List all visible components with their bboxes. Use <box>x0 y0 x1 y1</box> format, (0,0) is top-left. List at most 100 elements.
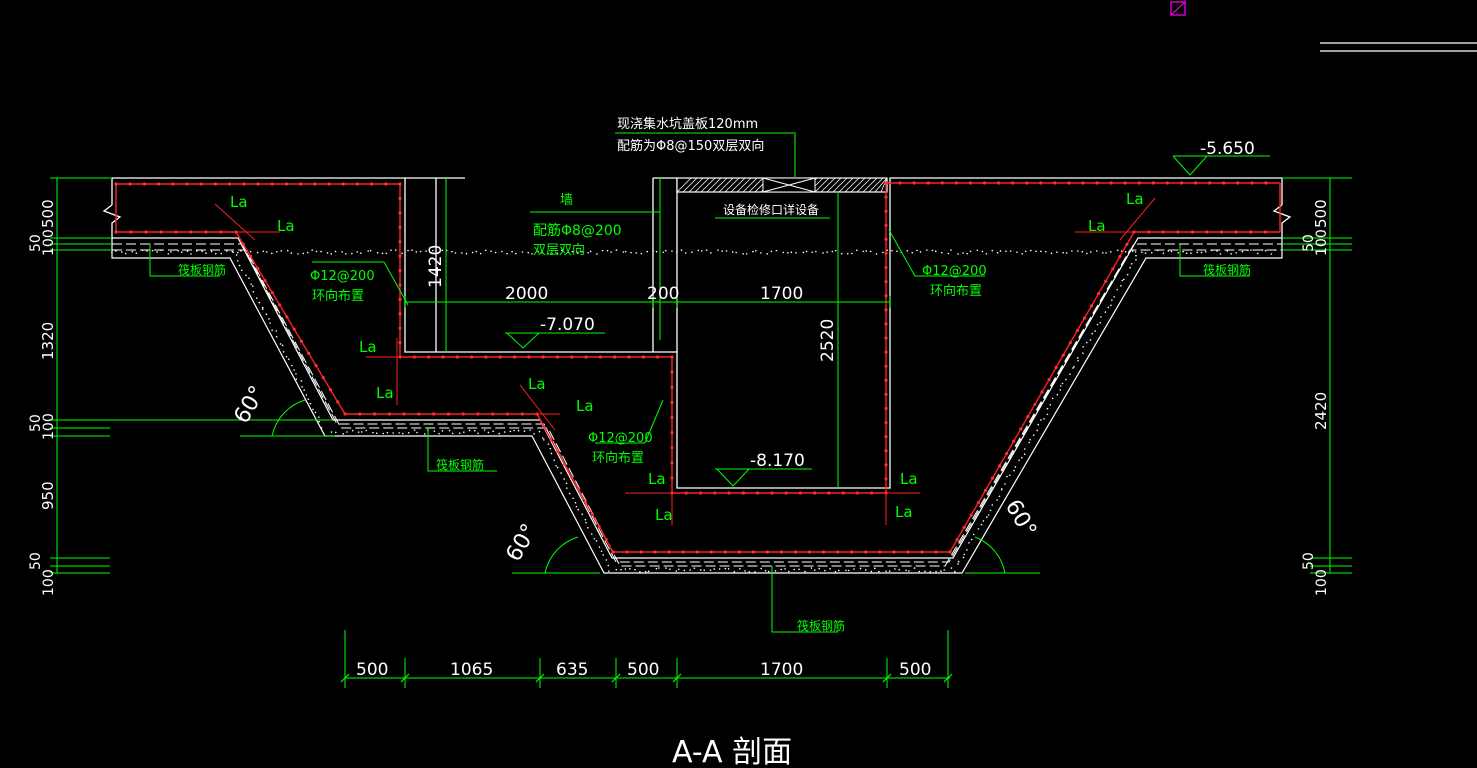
concrete-dot <box>261 308 264 311</box>
concrete-dot <box>1099 322 1102 324</box>
concrete-dot <box>1247 249 1249 252</box>
concrete-dot <box>982 520 985 522</box>
rebar-dot <box>898 181 902 185</box>
rebar-dot <box>670 385 674 389</box>
cover-slab <box>676 177 888 193</box>
concrete-dot <box>764 569 767 572</box>
concrete-dot <box>691 251 693 254</box>
concrete-dot <box>869 250 872 253</box>
concrete-dot <box>607 570 610 572</box>
concrete-dot <box>1051 397 1054 400</box>
hatch-line <box>880 177 888 193</box>
concrete-dot <box>425 250 427 252</box>
concrete-dot <box>1100 316 1102 318</box>
concrete-dot <box>991 504 994 506</box>
la-label: La <box>230 193 248 211</box>
concrete-dot <box>1043 417 1045 420</box>
callout-line1: 现浇集水坑盖板120mm <box>617 116 758 132</box>
concrete-dot <box>551 253 553 255</box>
rebar-dot <box>604 537 608 542</box>
rebar-dot <box>549 437 553 441</box>
anchor-leaders <box>170 197 1180 525</box>
concrete-dot <box>752 250 754 253</box>
concrete-dot <box>301 385 303 388</box>
concrete-dot <box>326 252 329 254</box>
hatch-line <box>730 177 746 193</box>
concrete-dot <box>1077 359 1079 362</box>
concrete-dot <box>454 252 457 254</box>
concrete-dot <box>834 570 837 573</box>
concrete-dot <box>561 249 563 252</box>
rebar-dot <box>285 315 289 319</box>
concrete-dot <box>574 501 577 504</box>
concrete-dot <box>735 251 737 254</box>
pit-walls <box>102 177 1292 489</box>
concrete-dot <box>556 252 559 255</box>
concrete-dot <box>878 570 880 573</box>
concrete-dot <box>1144 252 1147 254</box>
concrete-dot <box>1040 419 1042 421</box>
concrete-dot <box>275 335 278 338</box>
concrete-dot <box>503 431 506 433</box>
concrete-dot <box>774 570 777 572</box>
concrete-dot <box>1071 250 1073 252</box>
rebar-dot <box>884 308 888 312</box>
concrete-dot <box>590 533 593 535</box>
concrete-dot <box>567 251 570 254</box>
concrete-dot <box>515 252 517 255</box>
concrete-dot <box>655 250 658 253</box>
concrete-dot <box>1131 250 1134 253</box>
concrete-dot <box>372 431 374 434</box>
concrete-dot <box>790 251 793 254</box>
concrete-dot <box>115 250 117 252</box>
rebar-dot <box>982 181 987 185</box>
dim-left-1320: 1320 <box>39 322 57 360</box>
rebar-dot <box>563 462 567 466</box>
concrete-dot <box>124 252 127 255</box>
concrete-dot <box>1200 251 1203 254</box>
hatch-line <box>718 177 734 193</box>
rebar-dot <box>292 327 296 331</box>
concrete-dot <box>795 252 797 254</box>
rebar-dot <box>284 182 288 186</box>
concrete-dot <box>981 250 984 253</box>
rebar-dot <box>670 446 674 450</box>
concrete-dot <box>697 249 700 252</box>
concrete-dot <box>587 526 589 529</box>
concrete-dot <box>888 570 891 572</box>
rebar-dot <box>884 336 888 340</box>
rebar-dot <box>741 491 745 495</box>
rebar-dot <box>1011 181 1015 185</box>
rebar-dot <box>611 550 615 554</box>
concrete-dot <box>775 249 778 252</box>
rebar-dot <box>542 424 546 429</box>
concrete-dot <box>542 437 544 439</box>
concrete-dot <box>784 568 786 570</box>
rebar-dot <box>321 376 325 380</box>
rebar-dot <box>1118 255 1122 259</box>
concrete-dot <box>111 251 113 254</box>
concrete-dot <box>1073 366 1075 368</box>
rebar-dot <box>455 355 459 359</box>
raft-rebar-mid: 筏板钢筋 <box>436 457 484 472</box>
rebar-dot <box>1095 181 1099 185</box>
raft-rebar-right: 筏板钢筋 <box>1203 262 1251 277</box>
concrete-dot <box>1196 251 1199 254</box>
rebar-dot <box>171 182 175 186</box>
concrete-dot <box>856 249 858 252</box>
concrete-dot <box>463 431 465 433</box>
concrete-dot <box>996 252 999 254</box>
concrete-dot <box>875 253 878 255</box>
concrete-dot <box>913 567 916 569</box>
concrete-dot <box>245 274 247 277</box>
rebar-dot <box>398 312 402 316</box>
rebar-dot <box>962 525 966 529</box>
concrete-dot <box>1124 251 1127 253</box>
rebar-dot <box>1236 181 1240 185</box>
concrete-dot <box>360 431 363 433</box>
concrete-dot <box>1081 250 1084 253</box>
concrete-dot <box>529 429 531 431</box>
rebar-dot <box>248 254 253 258</box>
rebar-dot <box>1222 181 1226 185</box>
concrete-dot <box>302 252 305 255</box>
